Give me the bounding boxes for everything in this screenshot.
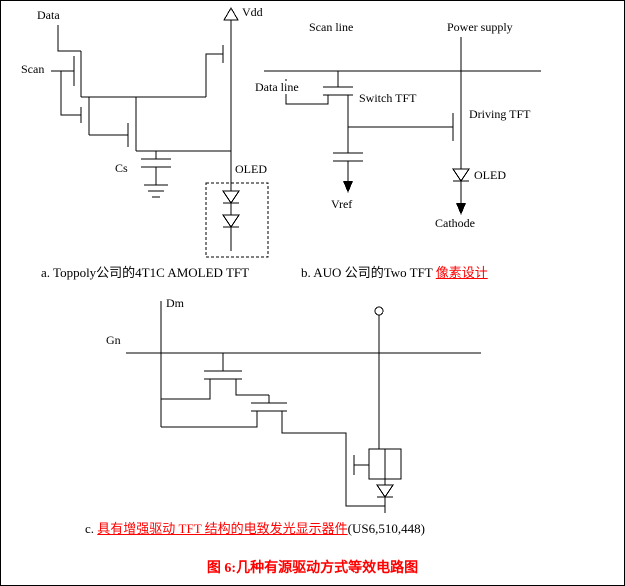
vdd-terminal-symbol — [223, 7, 239, 21]
oled-diode-stack-symbol — [222, 190, 240, 228]
circuit-a-schematic — [51, 7, 269, 258]
caption-b-text: b. AUO 公司的Two TFT — [301, 265, 436, 280]
circuit-c-wires — [126, 301, 481, 513]
circuit-a-wires — [51, 17, 232, 251]
caption-c-link[interactable]: 具有增强驱动 TFT 结构的电致发光显示器件 — [97, 521, 348, 536]
caption-b-link[interactable]: 像素设计 — [435, 265, 488, 280]
label-power-supply: Power supply — [447, 20, 513, 35]
figure-caption: 图 6:几种有源驱动方式等效电路图 — [206, 561, 419, 576]
bottom-diode-symbol — [376, 484, 394, 498]
label-data: Data — [37, 8, 60, 23]
label-cs: Cs — [115, 161, 128, 176]
caption-c-prefix: c. — [85, 521, 98, 536]
label-dm: Dm — [166, 296, 184, 311]
label-scan: Scan — [21, 62, 45, 77]
cathode-arrow-icon — [456, 203, 466, 215]
label-scan-line: Scan line — [309, 20, 354, 35]
caption-c: c. 具有增强驱动 TFT 结构的电致发光显示器件(US6,510,448) — [85, 521, 425, 537]
caption-b: b. AUO 公司的Two TFT 像素设计 — [301, 265, 488, 281]
label-cathode: Cathode — [435, 216, 475, 231]
caption-a-text: a. Toppoly公司的4T1C AMOLED TFT — [41, 265, 250, 280]
label-oled-a: OLED — [235, 162, 267, 177]
oled-dashed-box — [205, 182, 269, 258]
label-oled-b: OLED — [474, 168, 506, 183]
terminal-circle — [374, 306, 384, 316]
oled-diode-symbol — [452, 168, 470, 182]
circuit-b-wires — [264, 37, 541, 203]
label-vdd: Vdd — [242, 5, 263, 20]
label-switch-tft: Switch TFT — [359, 91, 417, 106]
vref-arrow-icon — [343, 181, 353, 193]
label-data-line: Data line — [255, 80, 299, 95]
label-vref: Vref — [331, 197, 353, 212]
caption-a: a. Toppoly公司的4T1C AMOLED TFT — [41, 265, 249, 281]
caption-c-suffix: (US6,510,448) — [347, 521, 425, 536]
enhanced-tft-box — [368, 448, 402, 480]
circuit-b-schematic — [264, 37, 541, 215]
label-driving-tft: Driving TFT — [469, 107, 531, 122]
label-gn: Gn — [106, 333, 121, 348]
circuit-c-schematic — [126, 301, 481, 513]
